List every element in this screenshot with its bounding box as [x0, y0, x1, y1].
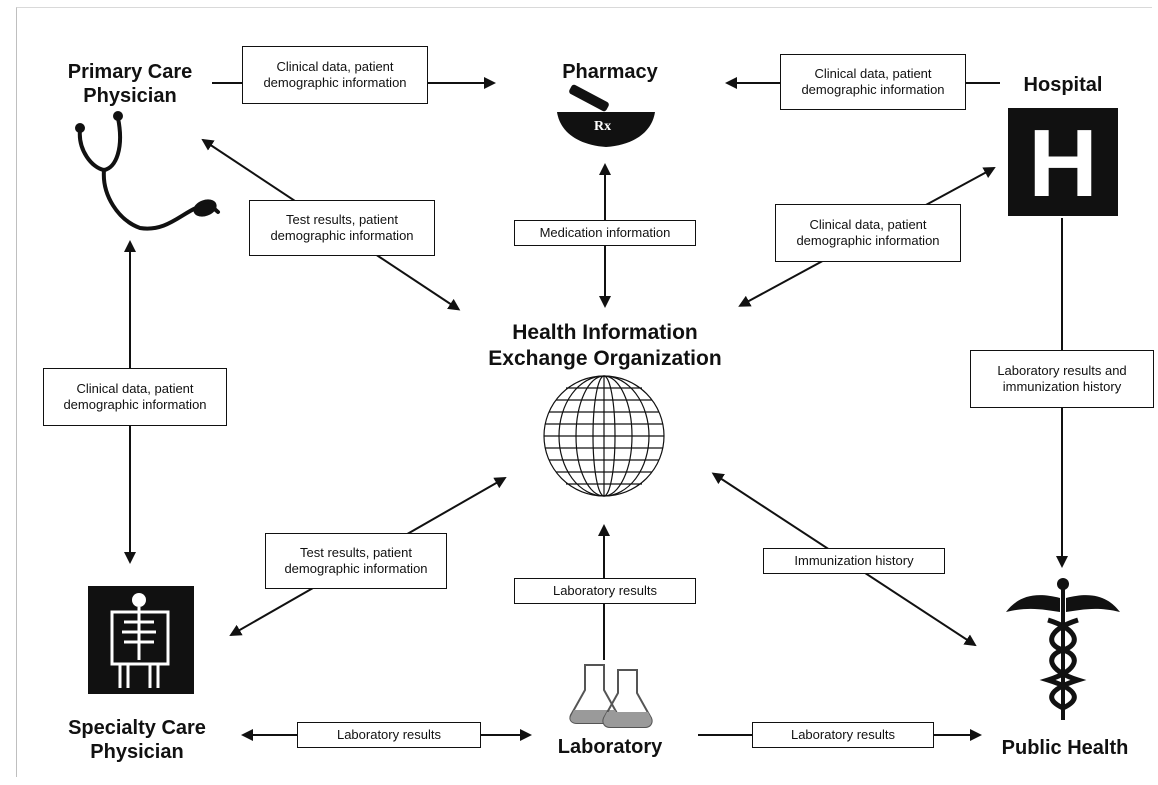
edge-label-hie-hospital: Clinical data, patient demographic infor… — [775, 204, 961, 262]
edge-label-lab-to-public-health: Laboratory results — [752, 722, 934, 748]
xray-patient-icon — [88, 586, 194, 694]
hospital-icon: H — [1008, 108, 1118, 217]
rx-symbol: Rx — [594, 119, 611, 134]
lab-flasks-icon — [569, 664, 653, 728]
node-specialty-care-physician: Specialty Care Physician — [68, 717, 206, 763]
node-laboratory: Laboratory — [557, 736, 663, 758]
edge-label-lab-to-hie: Laboratory results — [514, 578, 696, 604]
mortar-pestle-icon: Rx — [557, 84, 655, 147]
node-health-information-exchange: Health Information Exchange Organization — [488, 321, 722, 370]
diagram-frame — [16, 7, 1152, 777]
node-primary-care-physician: Primary Care Physician — [67, 61, 193, 107]
node-pharmacy: Pharmacy — [562, 61, 658, 83]
edge-label-hospital-public-health: Laboratory results and immunization hist… — [970, 350, 1154, 408]
globe-icon — [543, 375, 665, 497]
node-hospital: Hospital — [1023, 74, 1103, 96]
edge-label-hie-pcp: Test results, patient demographic inform… — [249, 200, 435, 256]
edge-label-pcp-specialty: Clinical data, patient demographic infor… — [43, 368, 227, 426]
edge-label-hie-pharmacy: Medication information — [514, 220, 696, 246]
stethoscope-icon — [75, 111, 220, 231]
caduceus-icon — [1006, 578, 1120, 720]
edge-label-hospital-to-pharmacy: Clinical data, patient demographic infor… — [780, 54, 966, 110]
edge-label-pcp-to-pharmacy: Clinical data, patient demographic infor… — [242, 46, 428, 104]
edge-label-hie-specialty: Test results, patient demographic inform… — [265, 533, 447, 589]
edge-label-specialty-lab: Laboratory results — [297, 722, 481, 748]
hospital-letter: H — [1028, 110, 1097, 217]
edge-label-hie-public-health: Immunization history — [763, 548, 945, 574]
node-public-health: Public Health — [1001, 737, 1129, 759]
